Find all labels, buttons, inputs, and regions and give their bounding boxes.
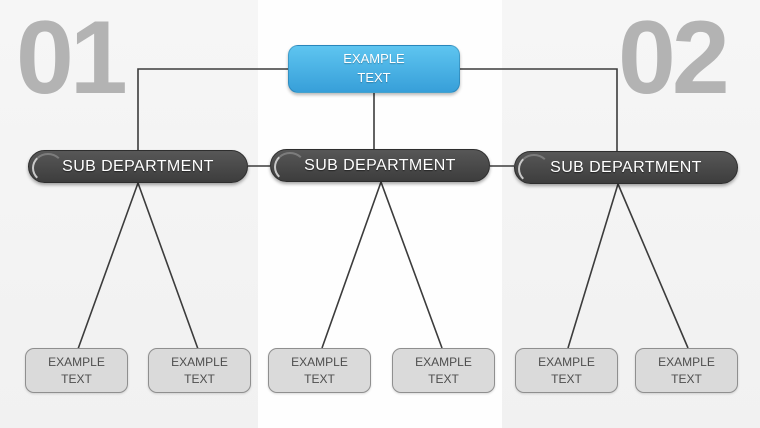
leaf-node-label-4: EXAMPLE TEXT	[415, 354, 472, 386]
leaf-node-label-5: EXAMPLE TEXT	[538, 354, 595, 386]
root-node-label: EXAMPLE TEXT	[343, 51, 405, 85]
root-node: EXAMPLE TEXT	[288, 45, 460, 93]
section-number-01: 01	[16, 0, 128, 116]
leaf-node-label-6: EXAMPLE TEXT	[658, 354, 715, 386]
leaf-node-1: EXAMPLE TEXT	[25, 348, 128, 393]
sub-department-node-1: SUB DEPARTMENT	[28, 150, 248, 183]
leaf-node-label-2: EXAMPLE TEXT	[171, 354, 228, 386]
sub-department-label-2: SUB DEPARTMENT	[304, 156, 456, 174]
leaf-node-label-1: EXAMPLE TEXT	[48, 354, 105, 386]
leaf-node-5: EXAMPLE TEXT	[515, 348, 618, 393]
sub-department-label-3: SUB DEPARTMENT	[550, 158, 702, 176]
sub-department-label-1: SUB DEPARTMENT	[62, 157, 214, 175]
leaf-node-4: EXAMPLE TEXT	[392, 348, 495, 393]
leaf-node-6: EXAMPLE TEXT	[635, 348, 738, 393]
sub-department-node-2: SUB DEPARTMENT	[270, 149, 490, 182]
leaf-node-2: EXAMPLE TEXT	[148, 348, 251, 393]
leaf-node-label-3: EXAMPLE TEXT	[291, 354, 348, 386]
sub-department-node-3: SUB DEPARTMENT	[514, 151, 738, 184]
leaf-node-3: EXAMPLE TEXT	[268, 348, 371, 393]
section-number-02: 02	[618, 0, 730, 116]
